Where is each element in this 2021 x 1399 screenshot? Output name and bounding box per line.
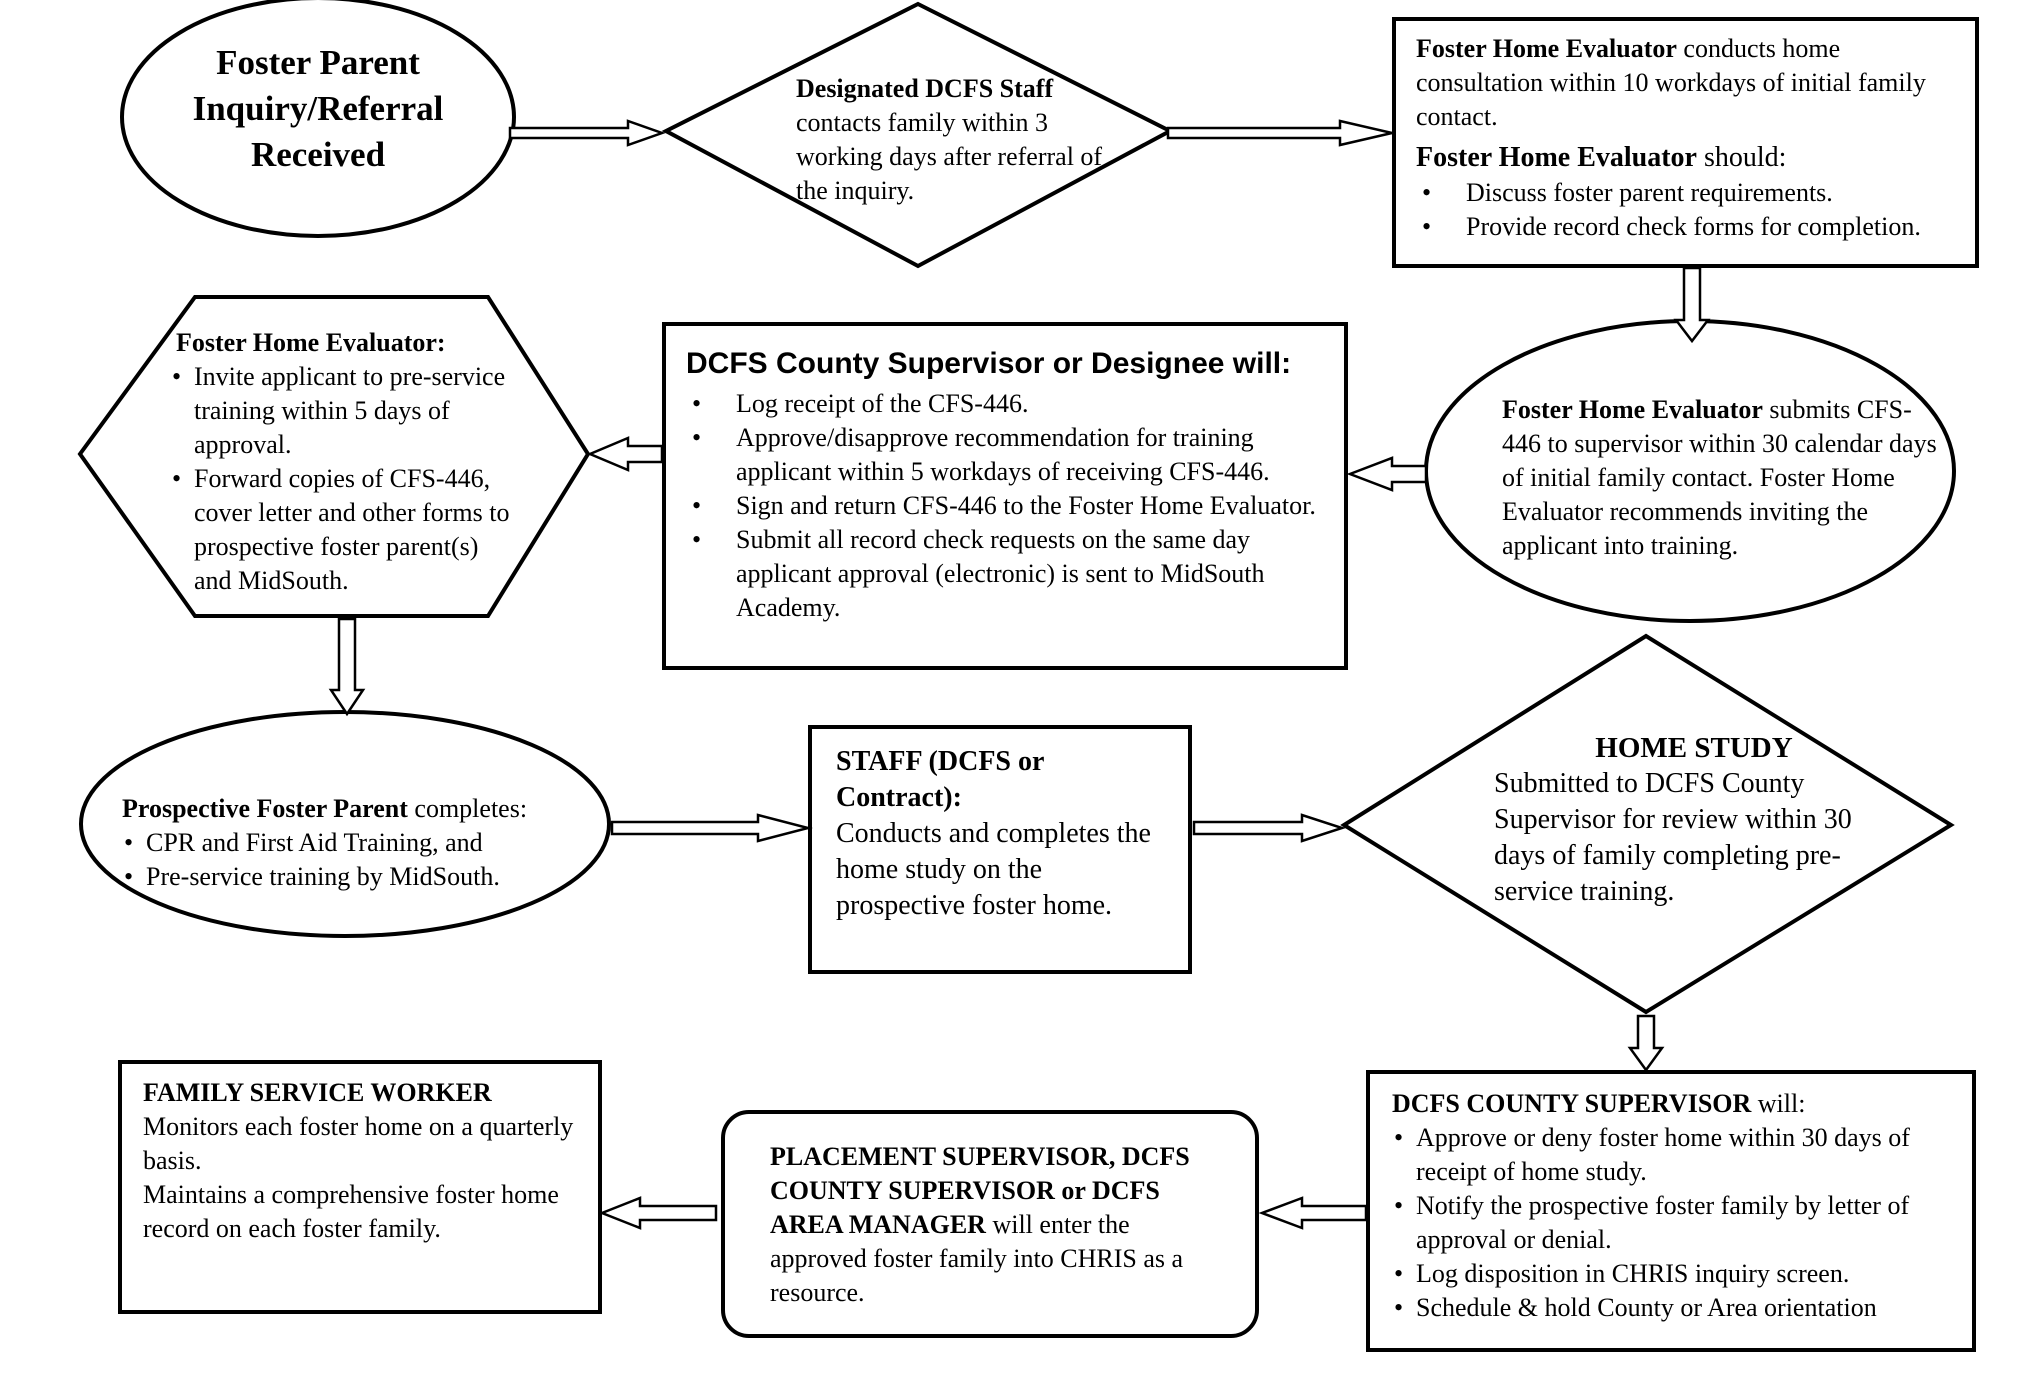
- evaluator-list: Invite applicant to pre-service training…: [170, 360, 520, 598]
- consult-bold2: Foster Home Evaluator: [1416, 142, 1697, 173]
- consult-list: Discuss foster parent requirements. Prov…: [1416, 176, 1968, 244]
- prospective-text: Prospective Foster Parent completes: CPR…: [122, 792, 592, 894]
- arrow-placement-to-fsw: [598, 1196, 718, 1230]
- supervisor-text: DCFS County Supervisor or Designee will:…: [686, 345, 1336, 625]
- list-item: Sign and return CFS-446 to the Foster Ho…: [686, 489, 1336, 523]
- consult-line1: Foster Home Evaluator conducts home cons…: [1416, 32, 1968, 134]
- countysup-body: will:: [1757, 1089, 1806, 1118]
- countysup-heading: DCFS COUNTY SUPERVISOR will:: [1392, 1087, 1972, 1121]
- homestudy-title: HOME STUDY: [1595, 732, 1793, 764]
- arrow-countysup-to-placement: [1258, 1196, 1368, 1230]
- consult-line2: Foster Home Evaluator should:: [1416, 140, 1968, 176]
- arrow-consult-to-submit: [1673, 266, 1711, 344]
- submit-body: submits CFS-446 to supervisor within 30 …: [1502, 395, 1937, 560]
- contact-bold: Designated DCFS Staff: [796, 74, 1054, 103]
- arrow-submit-to-supervisor: [1346, 456, 1428, 492]
- submit-text: Foster Home Evaluator submits CFS-446 to…: [1502, 393, 1942, 563]
- fsw-text: FAMILY SERVICE WORKER Monitors each fost…: [143, 1076, 583, 1246]
- inquiry-title: Foster Parent Inquiry/Referral Received: [192, 43, 444, 174]
- list-item: Forward copies of CFS-446, cover letter …: [170, 462, 520, 598]
- countysup-text: DCFS COUNTY SUPERVISOR will: Approve or …: [1392, 1087, 1972, 1325]
- homestudy-text: HOME STUDY Submitted to DCFS County Supe…: [1494, 730, 1854, 910]
- list-item: Notify the prospective foster family by …: [1392, 1189, 1972, 1257]
- contact-body: contacts family within 3 working days af…: [796, 108, 1103, 205]
- list-item: CPR and First Aid Training, and: [122, 826, 592, 860]
- contact-text: Designated DCFS Staff contacts family wi…: [796, 72, 1136, 208]
- arrow-homestudy-to-countysup: [1627, 1014, 1665, 1073]
- list-item: Submit all record check requests on the …: [686, 523, 1336, 625]
- prospective-heading: Prospective Foster Parent completes:: [122, 792, 592, 826]
- arrow-evaluator-to-prospective: [328, 617, 366, 717]
- fsw-body1: Monitors each foster home on a quarterly…: [143, 1112, 574, 1175]
- countysup-list: Approve or deny foster home within 30 da…: [1392, 1121, 1972, 1325]
- placement-bold: PLACEMENT SUPERVISOR, DCFS COUNTY SUPERV…: [770, 1142, 1190, 1239]
- supervisor-title: DCFS County Supervisor or Designee will:: [686, 347, 1292, 380]
- consult-text2: should:: [1703, 142, 1787, 173]
- prospective-list: CPR and First Aid Training, and Pre-serv…: [122, 826, 592, 894]
- countysup-bold: DCFS COUNTY SUPERVISOR: [1392, 1089, 1752, 1118]
- list-item: Provide record check forms for completio…: [1416, 210, 1968, 244]
- submit-bold: Foster Home Evaluator: [1502, 395, 1763, 424]
- list-item: Schedule & hold County or Area orientati…: [1392, 1291, 1972, 1325]
- placement-text: PLACEMENT SUPERVISOR, DCFS COUNTY SUPERV…: [770, 1140, 1230, 1310]
- list-item: Discuss foster parent requirements.: [1416, 176, 1968, 210]
- list-item: Approve or deny foster home within 30 da…: [1392, 1121, 1972, 1189]
- fsw-title: FAMILY SERVICE WORKER: [143, 1078, 492, 1107]
- staff-body: Conducts and completes the home study on…: [836, 818, 1151, 921]
- evaluator-title: Foster Home Evaluator:: [176, 328, 446, 357]
- consult-text1: conducts home consultation within 10 wor…: [1416, 34, 1926, 131]
- arrow-prospective-to-staff: [610, 813, 813, 843]
- list-item: Approve/disapprove recommendation for tr…: [686, 421, 1336, 489]
- list-item: Invite applicant to pre-service training…: [170, 360, 520, 462]
- arrow-supervisor-to-evaluator: [586, 436, 664, 472]
- arrow-contact-to-consult: [1166, 119, 1393, 147]
- supervisor-list: Log receipt of the CFS-446. Approve/disa…: [686, 387, 1336, 625]
- arrow-inquiry-to-contact: [508, 119, 666, 147]
- list-item: Log receipt of the CFS-446.: [686, 387, 1336, 421]
- evaluator-text: Foster Home Evaluator: Invite applicant …: [170, 326, 520, 598]
- staff-text: STAFF (DCFS or Contract): Conducts and c…: [836, 744, 1176, 924]
- consult-bold1: Foster Home Evaluator: [1416, 34, 1677, 63]
- list-item: Log disposition in CHRIS inquiry screen.: [1392, 1257, 1972, 1291]
- staff-title: STAFF (DCFS or Contract):: [836, 746, 1044, 813]
- prospective-body: completes:: [414, 794, 528, 823]
- placement-body: will enter the approved foster family in…: [770, 1210, 1184, 1307]
- consult-text: Foster Home Evaluator conducts home cons…: [1416, 32, 1968, 244]
- list-item: Pre-service training by MidSouth.: [122, 860, 592, 894]
- arrow-staff-to-homestudy: [1192, 813, 1347, 843]
- prospective-bold: Prospective Foster Parent: [122, 794, 408, 823]
- homestudy-body: Submitted to DCFS County Supervisor for …: [1494, 768, 1852, 907]
- fsw-body2: Maintains a comprehensive foster home re…: [143, 1180, 559, 1243]
